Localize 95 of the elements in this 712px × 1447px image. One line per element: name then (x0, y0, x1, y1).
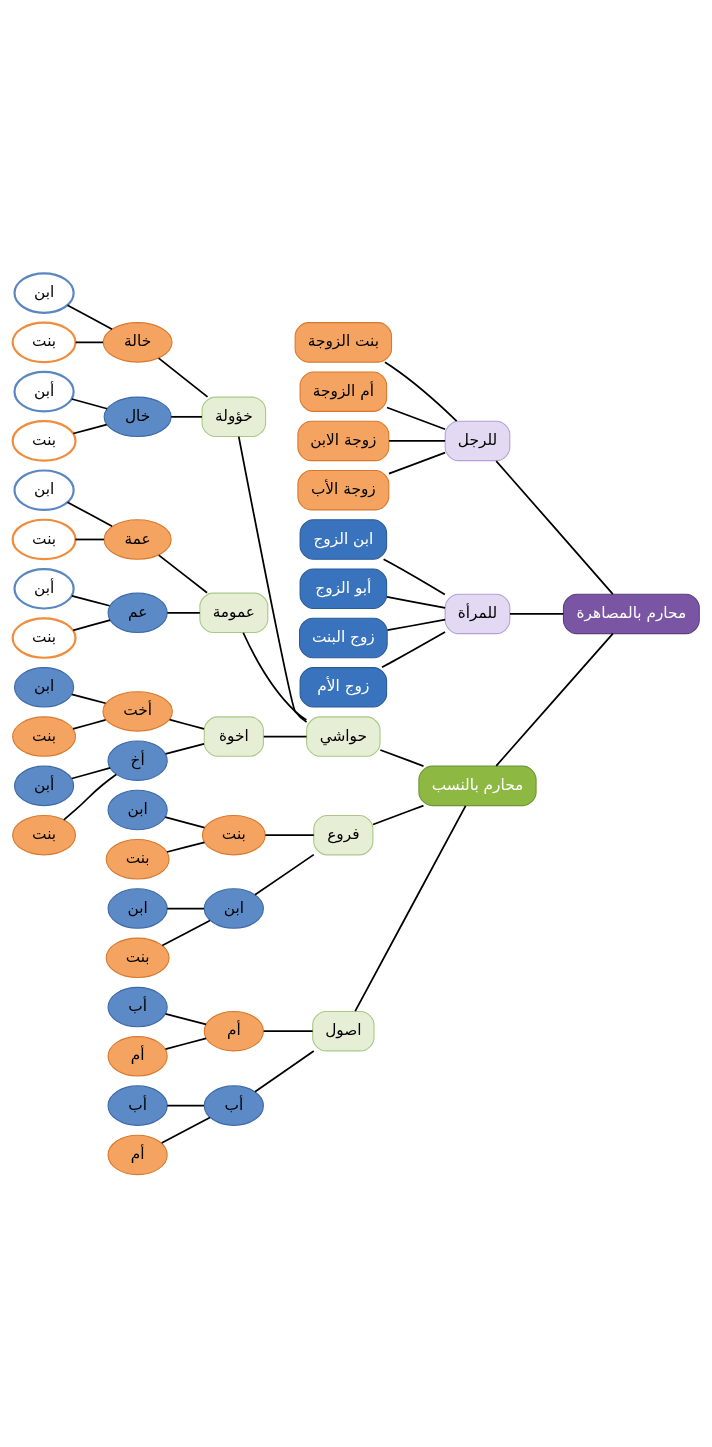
connector (254, 853, 315, 896)
node-box: أم الزوجة (299, 370, 388, 412)
connector (157, 553, 208, 594)
node-ellipse: بنت (11, 419, 77, 462)
node-box: محارم بالمصاهرة (562, 593, 700, 634)
connector (66, 500, 113, 527)
connector (161, 919, 211, 946)
connector (71, 766, 111, 779)
node-ellipse: عمة (103, 518, 172, 560)
connector (166, 611, 201, 614)
connector (495, 459, 614, 595)
node-ellipse: بنت (105, 937, 170, 978)
node-ellipse: ابن (13, 271, 75, 314)
node-box: ابن الزوج (299, 518, 388, 560)
node-ellipse: ابن (107, 887, 168, 929)
node-ellipse: أخت (102, 690, 173, 732)
connector (164, 1012, 207, 1025)
node-ellipse: أم (107, 1035, 168, 1077)
connector (354, 804, 467, 1012)
connector (386, 595, 446, 609)
node-box: عمومة (199, 592, 269, 633)
connector (254, 1049, 315, 1093)
connector (160, 1116, 211, 1144)
connector (166, 841, 206, 853)
node-ellipse: أب (107, 986, 168, 1027)
node-ellipse: بنت (12, 715, 77, 757)
node-box: محارم بالنسب (418, 765, 537, 806)
node-ellipse: أخ (107, 739, 168, 781)
node-box: للرجل (444, 420, 511, 461)
connector (72, 718, 107, 730)
node-ellipse: خال (103, 396, 172, 437)
node-ellipse: بنت (105, 838, 170, 879)
connector (495, 632, 614, 767)
node-ellipse: بنت (12, 814, 77, 855)
connector (66, 303, 113, 330)
connector (164, 1036, 207, 1050)
node-box: بنت الزوجة (294, 321, 393, 363)
connector (74, 341, 104, 343)
connector (262, 1029, 314, 1032)
connector (72, 618, 111, 631)
node-ellipse: بنت (201, 814, 266, 855)
node-ellipse: أب (107, 1084, 168, 1126)
connector (381, 630, 446, 668)
node-ellipse: بنت (11, 518, 77, 560)
connector (72, 423, 108, 434)
node-ellipse: أم (203, 1010, 264, 1051)
connector (74, 538, 105, 540)
connector (509, 612, 565, 615)
connector (382, 557, 446, 595)
connector (70, 692, 107, 704)
connector (379, 748, 425, 767)
node-box: زوجة الأب (297, 469, 390, 510)
node-ellipse: ابن (107, 789, 168, 830)
connector (164, 815, 206, 828)
connector (242, 631, 308, 721)
node-ellipse: أبن (13, 370, 75, 412)
connector (170, 415, 203, 418)
node-box: فروع (313, 814, 374, 855)
node-ellipse: ابن (13, 468, 75, 511)
connector (62, 773, 118, 821)
node-box: للمرأة (444, 593, 511, 634)
node-box: اخوة (203, 715, 264, 757)
node-box: خؤولة (201, 396, 267, 437)
node-box: زوج البنت (299, 617, 388, 658)
connector (237, 435, 308, 723)
node-ellipse: أم (107, 1134, 168, 1175)
connector (388, 439, 446, 442)
connector (166, 1104, 205, 1106)
connector (388, 451, 446, 474)
node-box: زوجة الابن (297, 420, 390, 461)
node-box: حواشي (306, 715, 381, 757)
connector (386, 406, 446, 430)
connector (168, 718, 205, 730)
connector (164, 742, 205, 755)
connector (372, 804, 425, 825)
connector (71, 594, 111, 607)
connector (386, 618, 446, 631)
connector (70, 397, 108, 410)
node-ellipse: أبن (13, 765, 75, 806)
connector (264, 833, 315, 836)
node-ellipse: بنت (11, 616, 77, 659)
node-ellipse: خالة (102, 321, 173, 363)
node-ellipse: ابن (13, 666, 75, 708)
connector (262, 735, 308, 737)
node-box: أبو الزوج (299, 568, 388, 609)
node-box: اصول (312, 1010, 375, 1051)
node-ellipse: عم (107, 592, 168, 633)
node-ellipse: ابن (203, 887, 264, 929)
connector (166, 907, 205, 909)
connector (157, 356, 209, 398)
connector (384, 360, 458, 422)
node-ellipse: أبن (13, 567, 75, 610)
node-ellipse: أب (203, 1084, 264, 1126)
node-ellipse: بنت (11, 321, 77, 363)
node-box: زوج الأم (299, 666, 388, 708)
